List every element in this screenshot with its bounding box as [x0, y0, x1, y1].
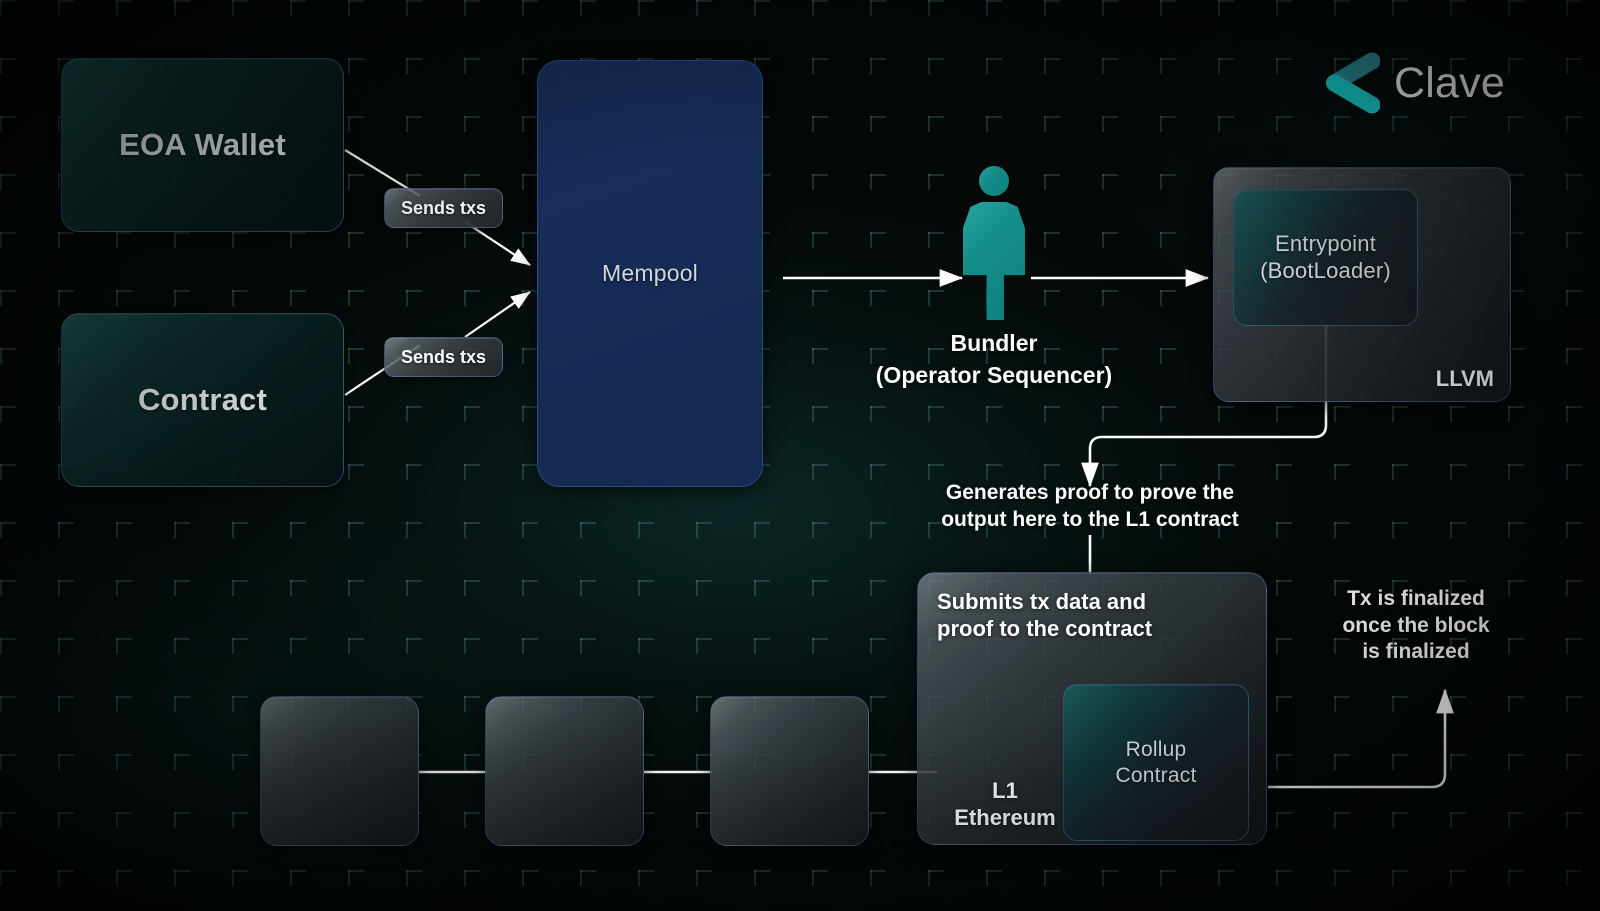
annotation-tx-finalized-line3: is finalized — [1362, 640, 1470, 664]
node-rollup-contract-label: Rollup Contract — [1116, 737, 1197, 788]
node-entrypoint-line2: (BootLoader) — [1260, 257, 1391, 283]
node-contract[interactable]: Contract — [61, 313, 344, 487]
node-l1-name-line2: Ethereum — [954, 805, 1056, 831]
brand-name: Clave — [1394, 58, 1505, 107]
annotation-tx-finalized: Tx is finalized once the block is finali… — [1318, 586, 1514, 666]
chain-block[interactable] — [710, 696, 869, 846]
node-eoa-wallet-label: EOA Wallet — [119, 127, 286, 163]
node-rollup-contract[interactable]: Rollup Contract — [1063, 684, 1249, 841]
annotation-tx-finalized-line2: once the block — [1342, 613, 1490, 637]
node-entrypoint-label: Entrypoint (BootLoader) — [1260, 231, 1391, 284]
brand-logo: Clave — [1322, 52, 1505, 114]
chain-block[interactable] — [260, 696, 419, 846]
person-head-icon — [979, 166, 1009, 196]
node-bundler-subtitle: (Operator Sequencer) — [875, 361, 1113, 388]
node-llvm-label: LLVM — [1435, 366, 1494, 391]
node-l1-name-line1: L1 — [992, 778, 1018, 804]
edge-label-sends-txs[interactable]: Sends txs — [384, 188, 504, 228]
person-body-icon — [963, 202, 1025, 320]
clave-chevron-logo-icon — [1326, 52, 1380, 114]
node-l1-note: Submits tx data and proof to the contrac… — [937, 589, 1153, 642]
chain-block[interactable] — [485, 696, 644, 846]
annotation-generates-proof: Generates proof to prove the output here… — [920, 479, 1260, 534]
person-icon — [963, 166, 1025, 320]
node-rollup-line2: Contract — [1115, 763, 1197, 787]
node-bundler-title: Bundler — [950, 330, 1038, 356]
annotation-tx-finalized-line1: Tx is finalized — [1347, 587, 1485, 610]
node-mempool[interactable]: Mempool — [537, 60, 763, 487]
edge-label-sends-txs[interactable]: Sends txs — [384, 337, 504, 377]
node-eoa-wallet[interactable]: EOA Wallet — [61, 58, 344, 232]
node-bundler-caption: Bundler (Operator Sequencer) — [808, 328, 1180, 392]
node-l1-name: L1 Ethereum — [935, 778, 1075, 832]
node-rollup-line1: Rollup — [1125, 737, 1187, 761]
node-entrypoint[interactable]: Entrypoint (BootLoader) — [1233, 189, 1418, 326]
node-mempool-label: Mempool — [602, 260, 698, 287]
annotation-generates-proof-line2: output here to the L1 contract — [941, 508, 1239, 532]
node-contract-label: Contract — [137, 382, 268, 418]
annotation-generates-proof-line1: Generates proof to prove the — [945, 481, 1235, 504]
node-entrypoint-line1: Entrypoint — [1274, 231, 1377, 257]
